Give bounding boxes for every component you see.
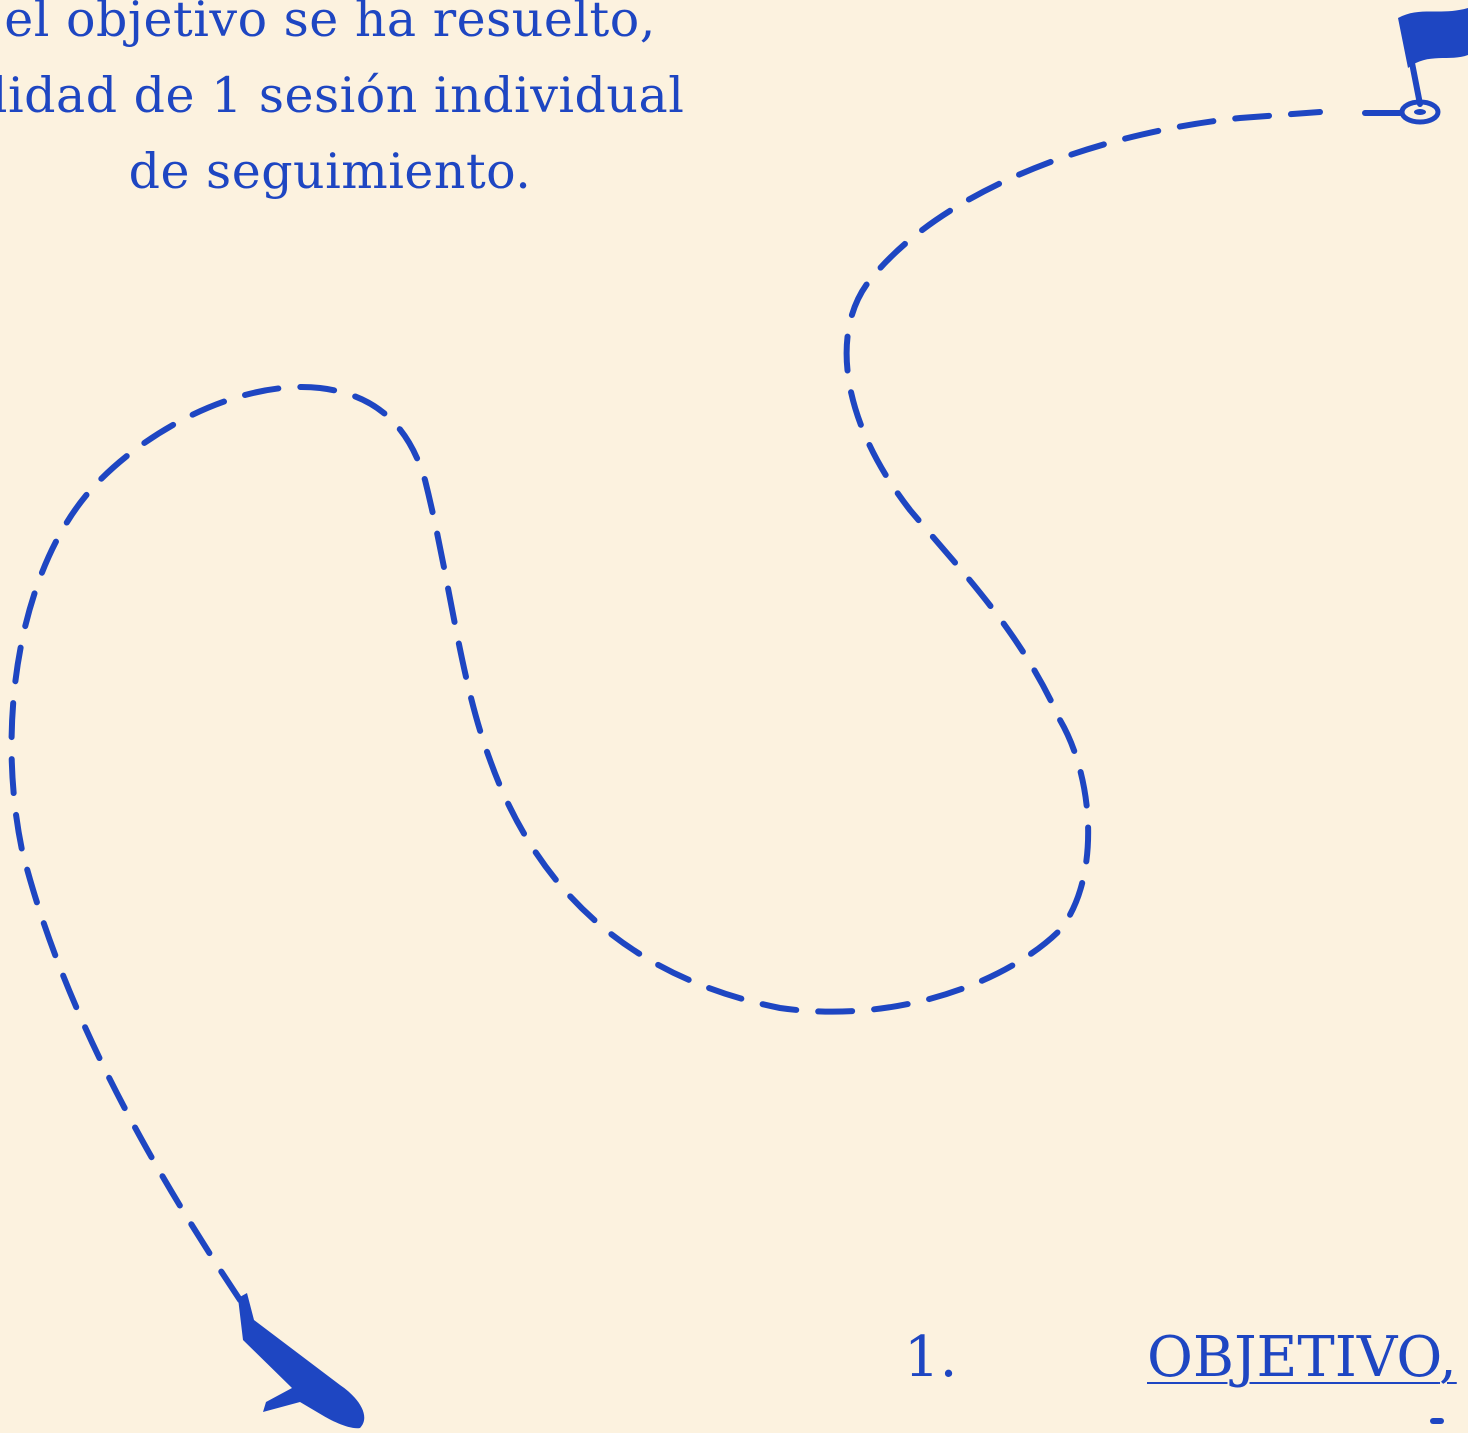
text-line-1: el objetivo se ha resuelto, bbox=[4, 0, 656, 48]
objetivo-link-label: OBJETIVO bbox=[1147, 1325, 1439, 1390]
text-line-2: ilidad de 1 sesión individual bbox=[0, 67, 685, 124]
objetivo-link-suffix: , bbox=[1438, 1325, 1457, 1390]
text-block: el objetivo se ha resuelto, ilidad de 1 … bbox=[0, 0, 840, 210]
flag-icon bbox=[1398, 8, 1468, 125]
text-line-3: de seguimiento. bbox=[128, 143, 532, 200]
objetivo-link[interactable]: OBJETIVO, bbox=[1147, 1323, 1457, 1393]
airplane-icon bbox=[238, 1293, 365, 1429]
text-fragment bbox=[1430, 1418, 1444, 1424]
dashed-path bbox=[8, 109, 1323, 1303]
list-number: 1. bbox=[904, 1325, 958, 1390]
